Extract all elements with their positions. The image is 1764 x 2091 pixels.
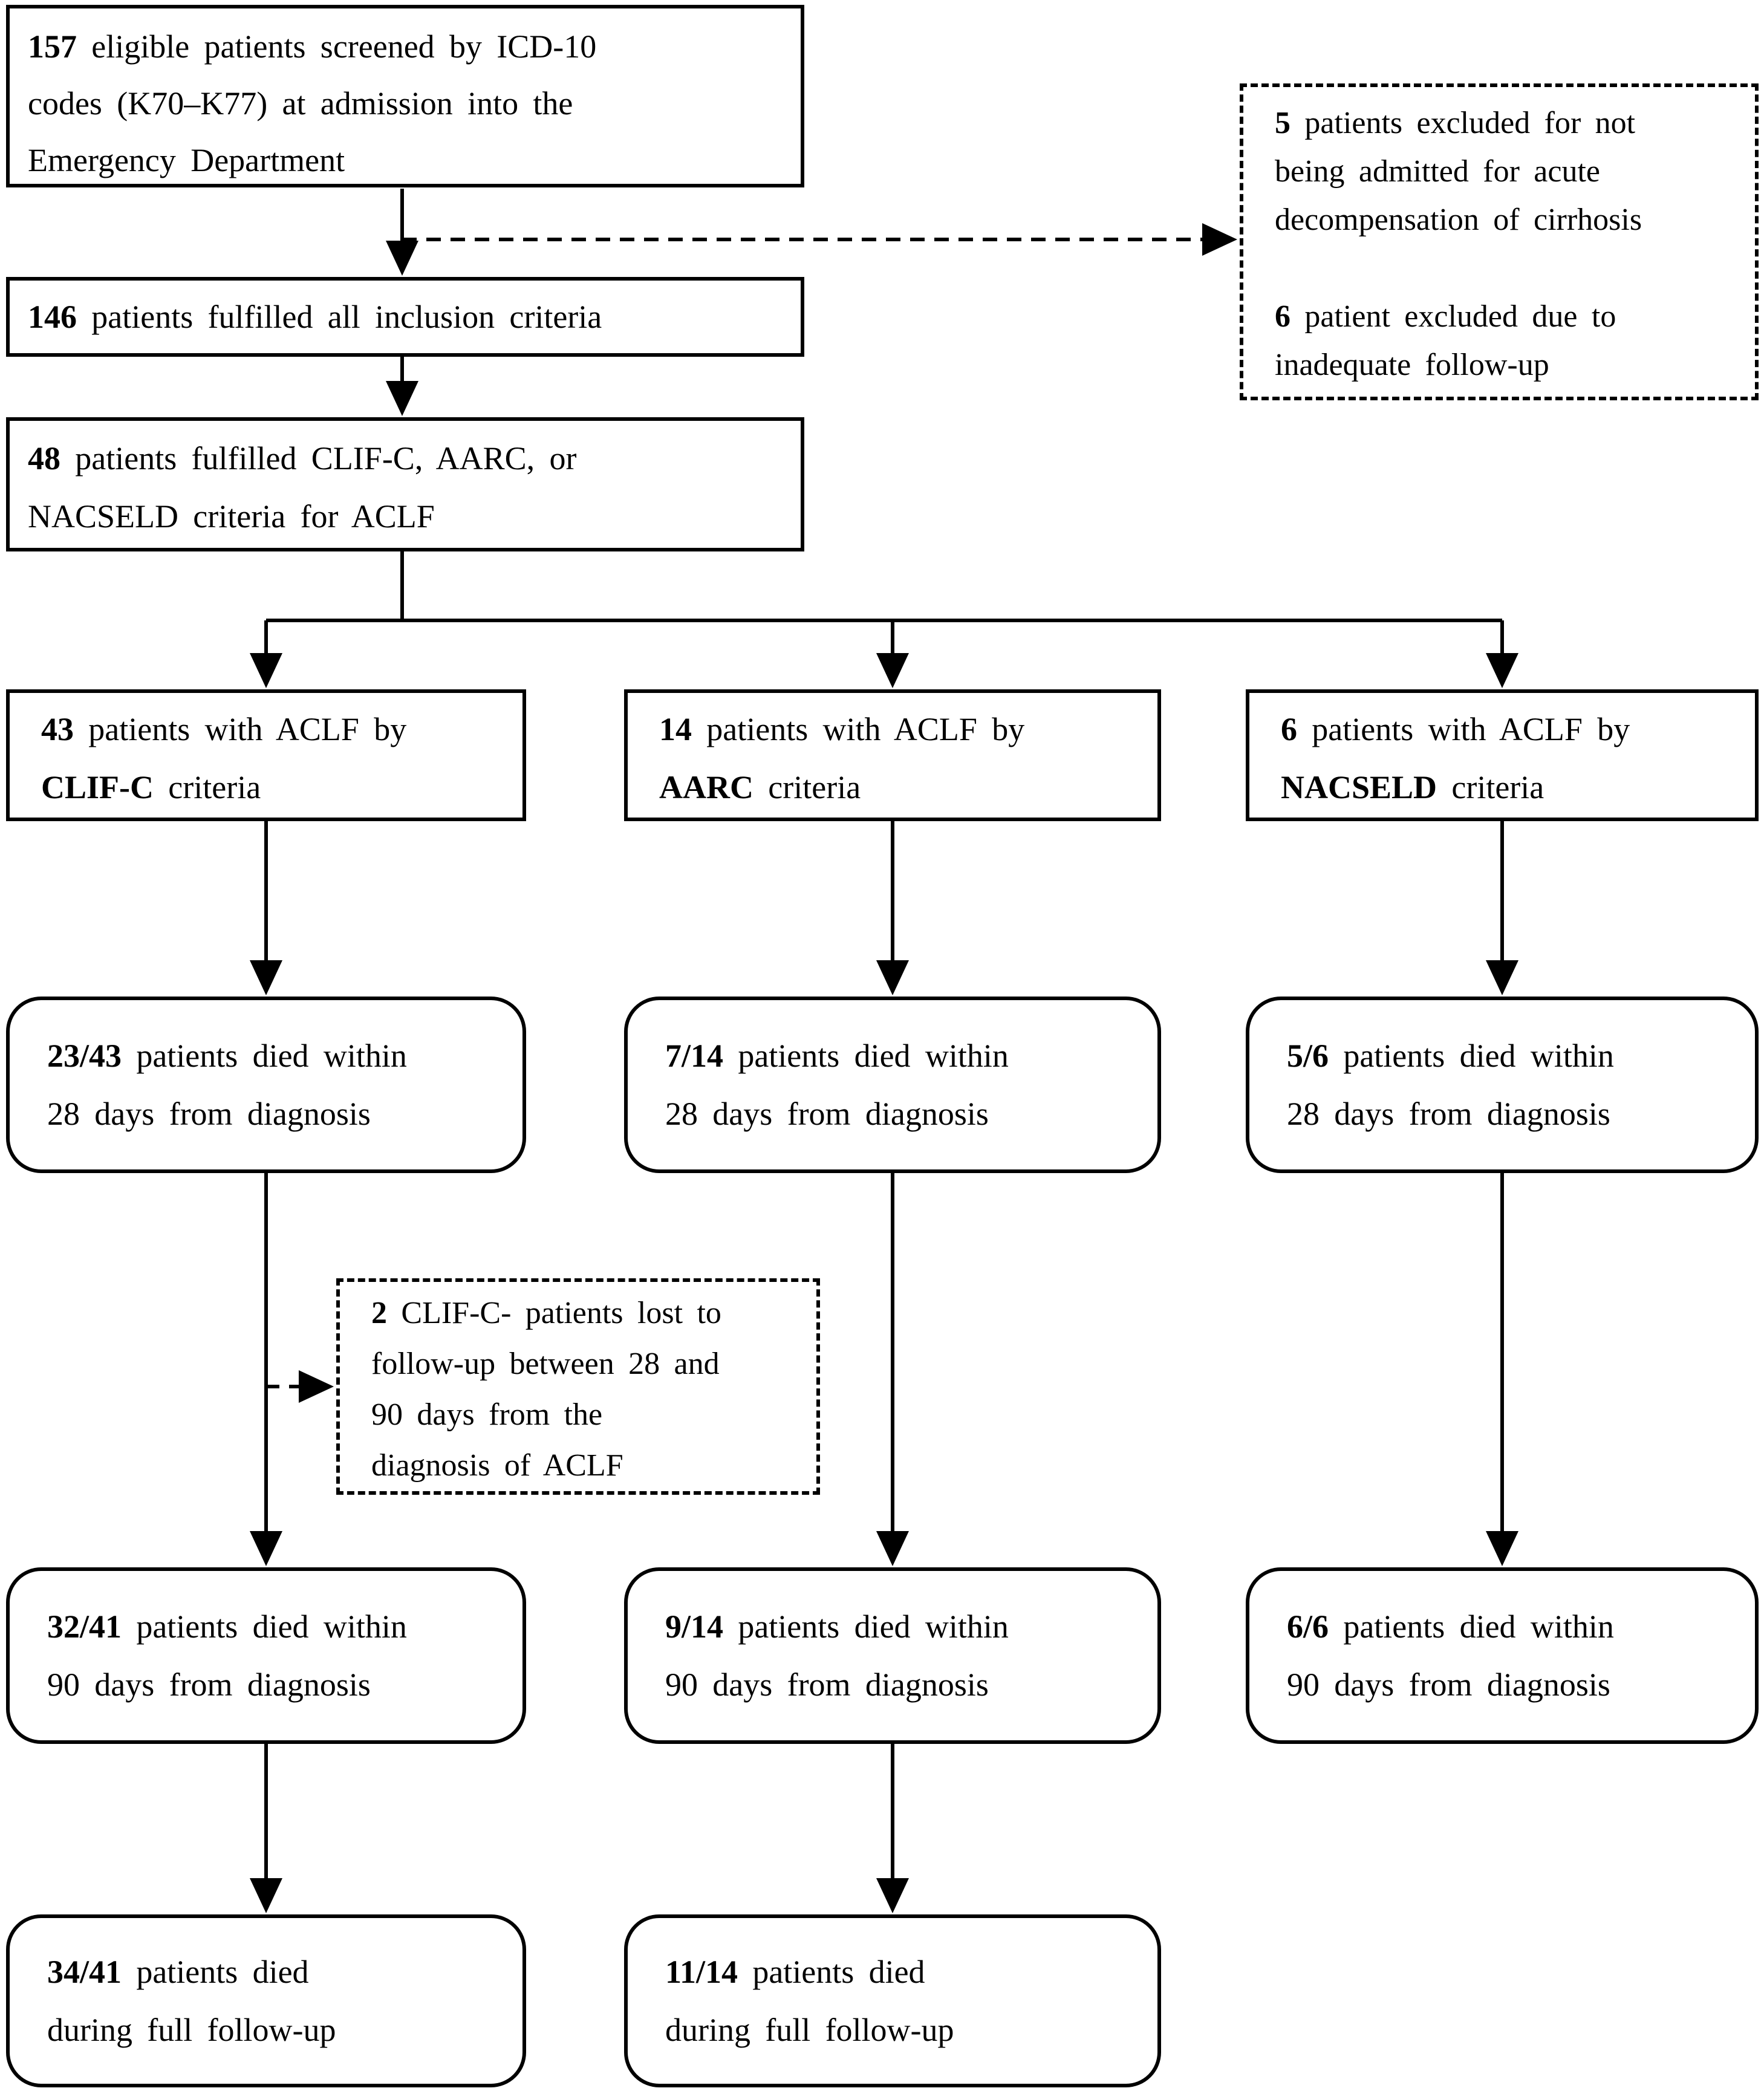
arrowhead-aarc-to-died90 bbox=[876, 1531, 909, 1566]
box-inclusion: 146 patients fulfilled all inclusion cri… bbox=[6, 277, 804, 357]
arrowhead-split-clifc bbox=[250, 653, 282, 688]
arrowhead-nacseld-to-died90 bbox=[1486, 1531, 1518, 1566]
arrowhead-clifc-to-died90 bbox=[250, 1531, 282, 1566]
arrowhead-nacseld-to-died28 bbox=[1486, 960, 1518, 995]
arrowhead-inclusion-to-criteria bbox=[386, 381, 418, 416]
arrowhead-clifc-to-died28 bbox=[250, 960, 282, 995]
arrowhead-to-exclusions bbox=[1202, 223, 1237, 256]
arrowhead-aarc-to-fullfu bbox=[876, 1878, 909, 1913]
arrowhead-split-nacseld bbox=[1486, 653, 1518, 688]
arrowhead-split-aarc bbox=[876, 653, 909, 688]
arrowhead-screened-to-inclusion bbox=[386, 241, 418, 276]
arrowhead-to-lost bbox=[299, 1370, 334, 1403]
arrowhead-aarc-to-died28 bbox=[876, 960, 909, 995]
arrowhead-clifc-to-fullfu bbox=[250, 1878, 282, 1913]
box-screened: 157 eligible patients screened by ICD-10… bbox=[6, 5, 804, 187]
